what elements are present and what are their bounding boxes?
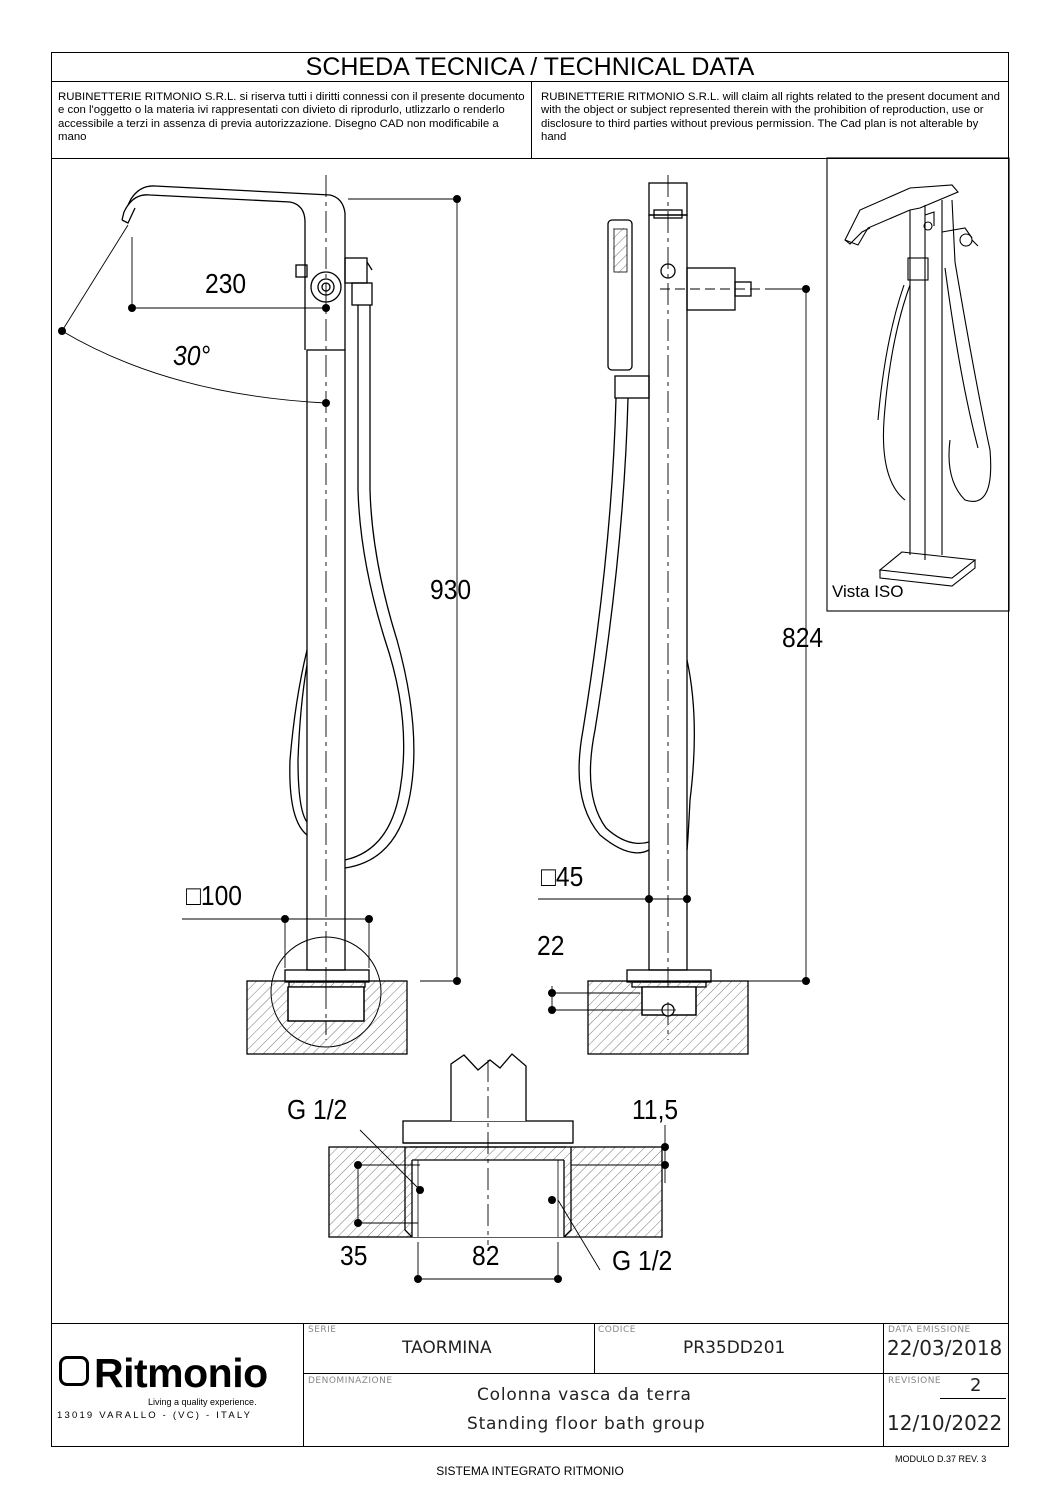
codice-value: PR35DD201 (683, 1338, 786, 1358)
data-emissione-label: DATA EMISSIONE (888, 1325, 971, 1335)
serie-label: SERIE (308, 1325, 337, 1335)
denominazione-english: Standing floor bath group (467, 1414, 706, 1434)
dimension-dots (58, 195, 810, 1283)
dim-width: 82 (472, 1240, 500, 1271)
data-emissione-value: 22/03/2018 (887, 1336, 1003, 1360)
company-address: 13019 VARALLO - (VC) - ITALY (57, 1410, 253, 1421)
revision-underline (940, 1398, 1006, 1399)
dim-base-square: □100 (186, 880, 243, 911)
titleblock-logo-divider (303, 1323, 305, 1447)
detail-section (328, 1053, 663, 1245)
front-view (578, 175, 775, 1040)
brand-logo: Ritmonio (94, 1350, 268, 1396)
dim-lines-left (61, 198, 460, 982)
codice-label: CODICE (598, 1325, 636, 1335)
dim-inlet-offset: 22 (537, 930, 565, 961)
dim-thread-bottom: G 1/2 (612, 1245, 673, 1276)
dim-height-outlet: 824 (782, 622, 824, 653)
titleblock-code-divider (594, 1323, 595, 1373)
titleblock-mid-line (303, 1373, 1009, 1374)
dim-thread-top: G 1/2 (287, 1094, 348, 1125)
revisione-date: 12/10/2022 (887, 1411, 1003, 1435)
footer-system: SISTEMA INTEGRATO RITMONIO (436, 1464, 624, 1478)
header-divider (51, 158, 1009, 160)
ritmonio-logo-icon (59, 1356, 89, 1386)
iso-illustration (844, 184, 992, 587)
denominazione-label: DENOMINAZIONE (308, 1376, 393, 1386)
footer-module: MODULO D.37 REV. 3 (895, 1454, 987, 1464)
dim-angle: 30° (173, 340, 211, 371)
dim-spout-reach: 230 (205, 268, 247, 299)
brand-tagline: Living a quality experience. (148, 1397, 257, 1407)
revisione-value: 2 (970, 1375, 982, 1396)
dim-height-total: 930 (430, 574, 472, 605)
titleblock-date-divider (883, 1323, 884, 1447)
legal-notice-english: RUBINETTERIE RITMONIO S.R.L. will claim … (541, 91, 1000, 144)
denominazione-italian: Colonna vasca da terra (477, 1385, 692, 1405)
dim-flange: 11,5 (632, 1094, 679, 1125)
iso-view-frame (826, 157, 1010, 612)
dim-depth: 35 (340, 1240, 368, 1271)
dim-column-square: □45 (541, 861, 584, 892)
sheet-frame (51, 52, 1009, 1447)
iso-view-label: Vista ISO (832, 582, 904, 601)
titleblock-top-border (51, 1323, 1009, 1325)
legal-notice-italian: RUBINETTERIE RITMONIO S.R.L. si riserva … (51, 82, 532, 158)
sheet-title: SCHEDA TECNICA / TECHNICAL DATA (51, 52, 1009, 82)
revisione-label: REVISIONE (888, 1376, 942, 1386)
dim-lines-right (538, 288, 810, 1012)
serie-value: TAORMINA (402, 1338, 492, 1358)
